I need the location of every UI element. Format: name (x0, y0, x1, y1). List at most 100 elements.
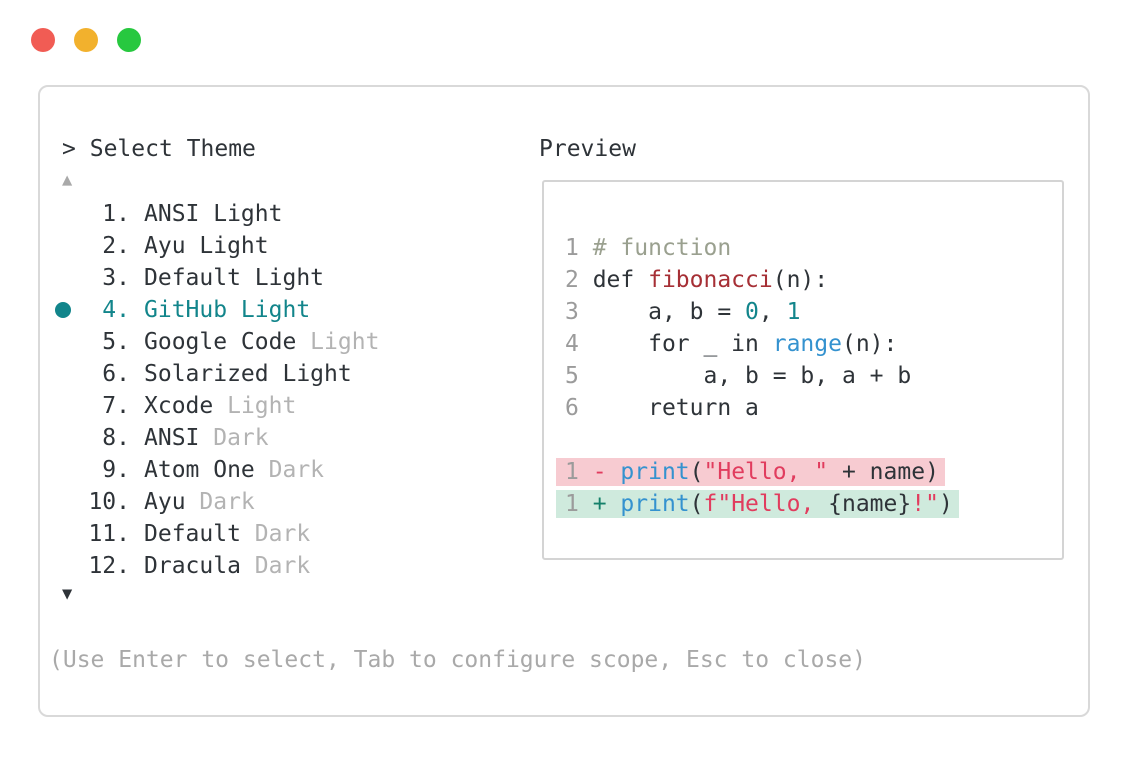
theme-list-item[interactable]: 4. GitHub Light (40, 294, 520, 326)
theme-variant: Dark (240, 553, 311, 579)
selected-marker (40, 454, 86, 486)
line-number: 1 (565, 459, 593, 485)
maximize-window-button[interactable] (117, 28, 141, 52)
theme-name: Atom One (144, 457, 255, 483)
line-number: 1 (565, 235, 593, 261)
code-segment: ( (689, 491, 704, 517)
line-number: 6 (565, 395, 593, 421)
code-segment: + (592, 491, 621, 517)
selected-marker (40, 518, 86, 550)
theme-name: GitHub Light (144, 297, 311, 323)
code-segment: - (592, 459, 621, 485)
code-segment: ( (689, 459, 704, 485)
line-number: 3 (565, 299, 593, 325)
code-segment: # function (592, 235, 732, 261)
code-segment: 0 (745, 299, 759, 325)
selected-marker (40, 230, 86, 262)
theme-variant: Light (296, 329, 380, 355)
theme-number: 8. (102, 425, 130, 451)
code-segment: (n): (772, 267, 829, 293)
theme-number: 12. (88, 553, 130, 579)
line-number: 4 (565, 331, 593, 357)
selected-marker (40, 358, 86, 390)
scroll-up-icon[interactable]: ▲ (62, 170, 73, 190)
theme-list-item[interactable]: 6. Solarized Light (40, 358, 520, 390)
code-segment: for _ in (592, 331, 773, 357)
theme-list-item[interactable]: 8. ANSI Dark (40, 422, 520, 454)
code-segment: {name} (828, 491, 912, 517)
scroll-down-icon[interactable]: ▼ (62, 584, 73, 604)
selected-marker (40, 294, 86, 326)
theme-number: 6. (102, 361, 130, 387)
code-line: 2 def fibonacci(n): (565, 264, 959, 296)
theme-list-item[interactable]: 5. Google Code Light (40, 326, 520, 358)
theme-variant: Dark (199, 425, 269, 451)
theme-number: 7. (102, 393, 130, 419)
theme-variant: Dark (254, 457, 325, 483)
selected-marker (40, 326, 86, 358)
line-number: 5 (565, 363, 593, 389)
theme-name: Xcode (144, 393, 214, 419)
code-segment: range (772, 331, 842, 357)
selected-marker (40, 390, 86, 422)
theme-list-item[interactable]: 7. Xcode Light (40, 390, 520, 422)
page-title: Select Theme (89, 136, 256, 162)
prompt-chevron-icon: > (62, 136, 76, 162)
selected-marker (40, 198, 86, 230)
theme-list-item[interactable]: 1.ANSI Light (40, 198, 520, 230)
selected-dot-icon (55, 302, 71, 318)
code-line: 5 a, b = b, a + b (565, 360, 959, 392)
selected-marker (40, 262, 86, 294)
selected-marker (40, 422, 86, 454)
window-controls (31, 28, 141, 52)
diff-line-added: 1 + print(f"Hello, {name}!") (556, 490, 959, 518)
line-number: 2 (565, 267, 593, 293)
theme-number: 4. (102, 297, 130, 323)
panel-title: > Select Theme (62, 133, 256, 165)
theme-number: 10. (88, 489, 130, 515)
code-line: 6 return a (565, 392, 959, 424)
code-segment: return a (592, 395, 759, 421)
code-segment: def (592, 267, 649, 293)
code-line: 1 # function (565, 232, 959, 264)
theme-variant: Light (213, 393, 297, 419)
close-window-button[interactable] (31, 28, 55, 52)
theme-name: Google Code (144, 329, 297, 355)
code-segment: print (620, 491, 690, 517)
theme-list-item[interactable]: 11. Default Dark (40, 518, 520, 550)
theme-list-item[interactable]: 12. Dracula Dark (40, 550, 520, 582)
theme-number: 5. (102, 329, 130, 355)
theme-variant: Dark (185, 489, 255, 515)
code-segment: fibonacci (648, 267, 773, 293)
keyboard-hint: (Use Enter to select, Tab to configure s… (49, 647, 866, 673)
theme-name: Default Light (144, 265, 325, 291)
theme-name: Default (144, 521, 241, 547)
diff-line: 1 - print("Hello, " + name) (556, 456, 959, 488)
theme-list-item[interactable]: 3.Default Light (40, 262, 520, 294)
code-segment: 1 (786, 299, 801, 325)
theme-name: ANSI Light (144, 201, 283, 227)
selected-marker (40, 486, 86, 518)
code-segment: a, b = (592, 299, 746, 325)
theme-list-item[interactable]: 9. Atom One Dark (40, 454, 520, 486)
theme-name: Dracula (144, 553, 241, 579)
theme-number: 11. (88, 521, 130, 547)
theme-name: Ayu (144, 489, 186, 515)
code-segment: ) (938, 491, 953, 517)
selected-marker (40, 550, 86, 582)
theme-number: 9. (102, 457, 130, 483)
theme-name: ANSI (144, 425, 200, 451)
blank-line (565, 424, 959, 456)
theme-list-item[interactable]: 2.Ayu Light (40, 230, 520, 262)
code-line: 4 for _ in range(n): (565, 328, 959, 360)
theme-name: Solarized Light (144, 361, 352, 387)
theme-list-item[interactable]: 10. Ayu Dark (40, 486, 520, 518)
theme-variant: Dark (240, 521, 311, 547)
code-segment: !" (911, 491, 939, 517)
code-segment: (n): (841, 331, 898, 357)
minimize-window-button[interactable] (74, 28, 98, 52)
code-segment: a, b = b, a + b (592, 363, 912, 389)
